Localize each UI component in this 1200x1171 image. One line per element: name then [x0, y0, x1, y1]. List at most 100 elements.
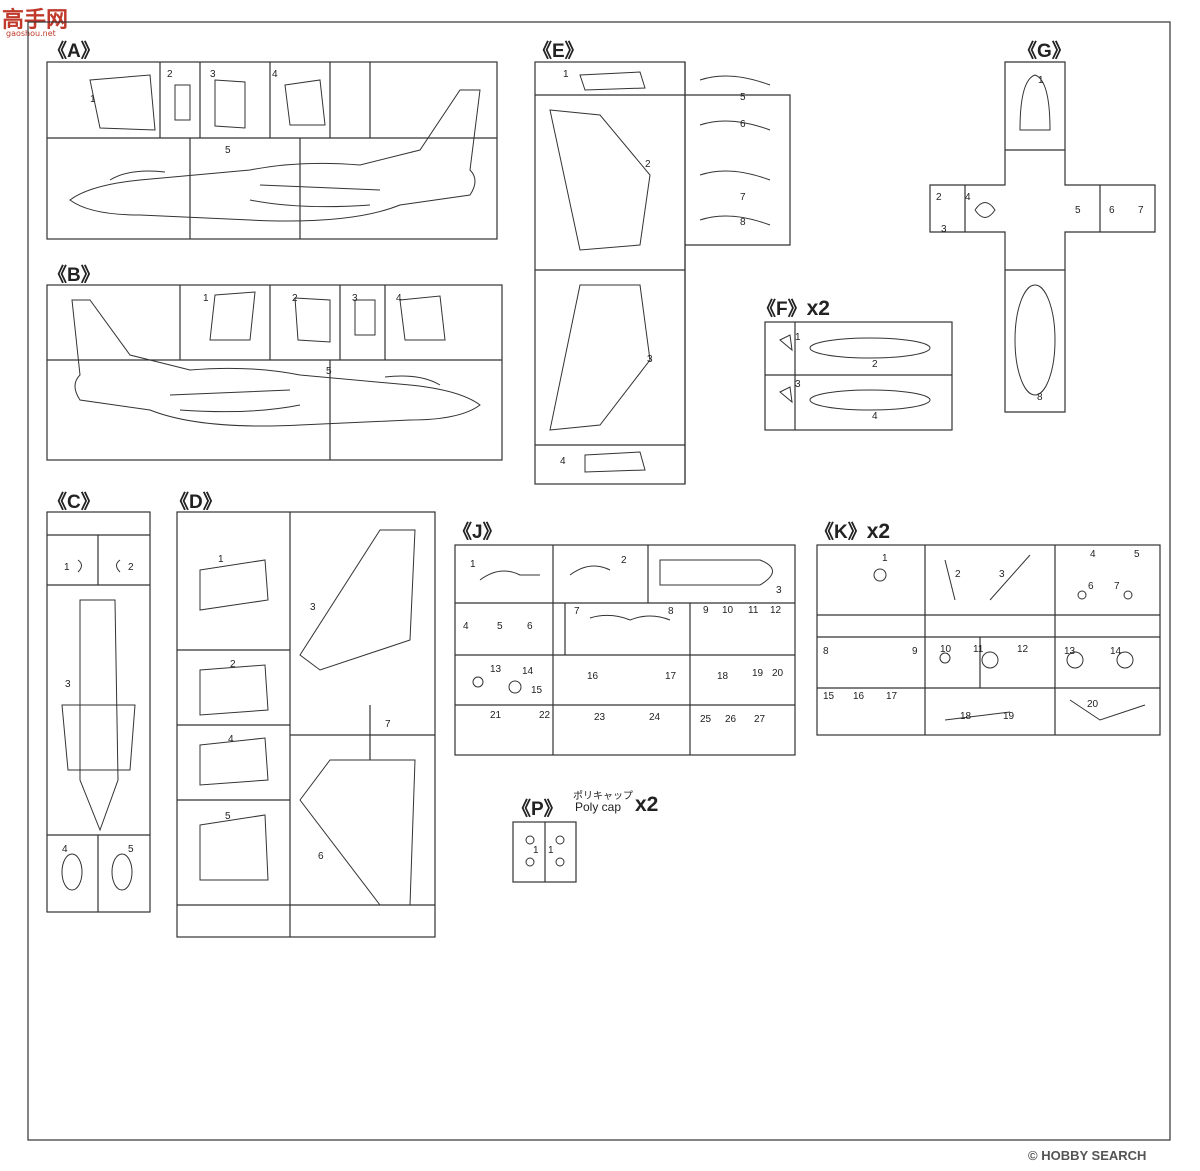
part-number: 24: [649, 712, 661, 723]
watermark-url: gaoshou.net: [6, 29, 56, 38]
sprue-p-caption-jp: ポリキャップ: [573, 791, 633, 802]
part-number: 1: [470, 559, 476, 570]
part-number: 1: [795, 332, 801, 343]
part-number: 1: [203, 293, 209, 304]
part-number: 3: [795, 379, 801, 390]
part-number: 5: [225, 145, 231, 156]
part-number: 2: [936, 192, 942, 203]
part-number: 27: [754, 714, 766, 725]
part-number: 2: [128, 562, 134, 573]
part-number: 2: [292, 293, 298, 304]
copyright-symbol: ©: [1028, 1148, 1038, 1163]
sprue-b-fuselage-right: [71, 291, 481, 427]
part-number: 5: [326, 366, 332, 377]
part-number: 13: [1064, 646, 1076, 657]
part-number: 7: [740, 192, 746, 203]
sprue-j-frame: [454, 544, 796, 756]
part-number: 1: [882, 553, 888, 564]
sprue-f-label: 《F》x2: [757, 297, 830, 320]
sprue-a-label: 《A》: [48, 41, 100, 62]
part-number: 22: [539, 710, 551, 721]
sprue-k-label: 《K》x2: [815, 520, 891, 543]
part-number: 2: [230, 659, 236, 670]
part-number: 7: [574, 606, 580, 617]
watermark-url-text: gaoshou.net: [6, 29, 56, 38]
sprue-k-parts: [873, 554, 1146, 721]
part-number: 9: [912, 646, 918, 657]
part-number: 4: [463, 621, 469, 632]
part-number: 3: [352, 293, 358, 304]
sprue-g-label: 《G》: [1018, 41, 1071, 62]
part-number: 8: [668, 606, 674, 617]
part-number: 4: [965, 192, 971, 203]
part-number: 3: [65, 679, 71, 690]
part-number: 6: [1088, 581, 1094, 592]
sprue-j-label: 《J》: [453, 522, 502, 543]
sprue-f-multiplier: x2: [806, 297, 830, 320]
part-number: 4: [560, 456, 566, 467]
part-number: 10: [722, 605, 734, 616]
sprue-j-parts: [472, 559, 773, 694]
part-number: 16: [587, 671, 599, 682]
part-number: 2: [167, 69, 173, 80]
part-number: 6: [318, 851, 324, 862]
sprue-e-frame: [534, 61, 791, 485]
sprue-d-wings: [199, 529, 416, 906]
part-number: 5: [225, 811, 231, 822]
sprue-g-canopy: [974, 74, 1056, 396]
part-number: 3: [210, 69, 216, 80]
sprue-p-caption-en: Poly cap: [575, 800, 622, 814]
part-number: 17: [886, 691, 898, 702]
part-number: 1: [64, 562, 70, 573]
part-number: 18: [717, 671, 729, 682]
part-number: 19: [752, 668, 764, 679]
sprue-k-multiplier: x2: [866, 520, 891, 543]
part-number: 4: [1090, 549, 1096, 560]
sprue-d-frame: [176, 511, 436, 938]
part-number: 16: [853, 691, 865, 702]
sprue-b-frame: [46, 284, 503, 461]
part-number: 1: [533, 845, 539, 856]
part-number: 5: [497, 621, 503, 632]
sprue-c-parts: [61, 559, 136, 891]
hobby-search-brand: HOBBY SEARCH: [1041, 1148, 1147, 1163]
part-number: 26: [725, 714, 737, 725]
part-number: 4: [872, 411, 878, 422]
part-number: 8: [740, 217, 746, 228]
part-number: 10: [940, 644, 952, 655]
part-number: 20: [772, 668, 784, 679]
part-number: 4: [396, 293, 402, 304]
sprue-p-label: 《P》: [512, 799, 563, 820]
part-number: 11: [973, 644, 984, 655]
part-number: 3: [941, 224, 947, 235]
page-frame: [27, 21, 1171, 1141]
part-number: 1: [548, 845, 554, 856]
part-number: 25: [700, 714, 712, 725]
part-number: 9: [703, 605, 709, 616]
watermark-cn-text: 高手网: [2, 8, 69, 33]
part-number: 2: [645, 159, 651, 170]
part-number: 5: [1134, 549, 1140, 560]
hobby-search-watermark: © HOBBY SEARCH: [1028, 1148, 1146, 1163]
sprue-a-fuselage-left: [69, 74, 481, 222]
part-number: 4: [228, 734, 234, 745]
part-number: 18: [960, 711, 972, 722]
part-number: 1: [218, 554, 224, 565]
sprue-g-frame: [929, 61, 1156, 413]
part-number: 6: [740, 119, 746, 130]
part-number: 6: [527, 621, 533, 632]
part-number: 4: [272, 69, 278, 80]
part-number: 7: [1114, 581, 1120, 592]
part-number: 6: [1109, 205, 1115, 216]
part-number: 14: [522, 666, 534, 677]
part-number: 2: [872, 359, 878, 370]
sprue-p-frame: [512, 821, 577, 883]
part-number: 3: [776, 585, 782, 596]
part-number: 14: [1110, 646, 1122, 657]
part-number: 20: [1087, 699, 1099, 710]
part-number: 12: [1017, 644, 1029, 655]
part-number: 21: [490, 710, 502, 721]
sprue-f-frame: [764, 321, 953, 431]
part-number: 3: [310, 602, 316, 613]
